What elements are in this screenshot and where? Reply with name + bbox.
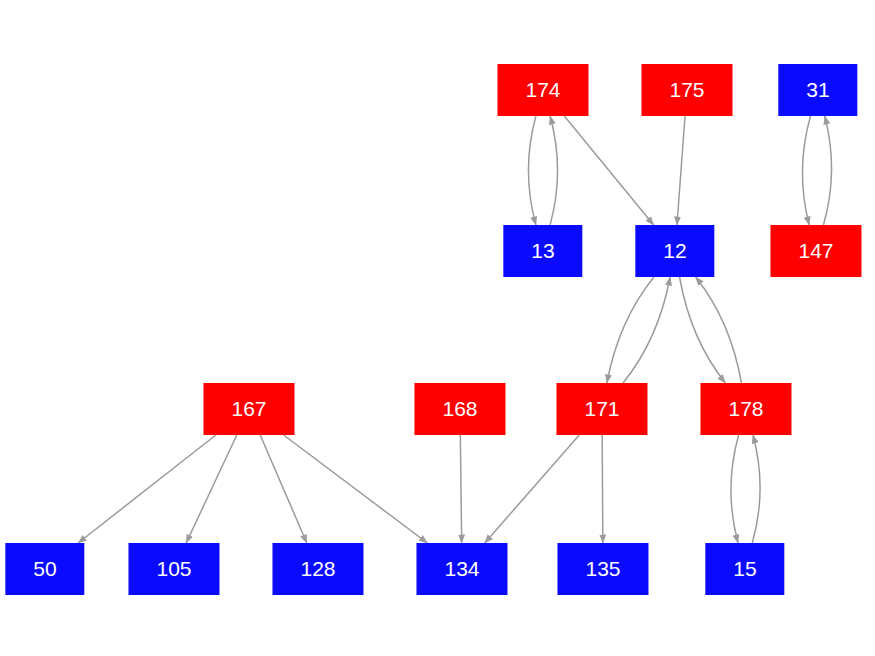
graph-node-147[interactable]: 147 xyxy=(770,225,861,277)
graph-node-134[interactable]: 134 xyxy=(416,543,507,595)
graph-node-15[interactable]: 15 xyxy=(705,543,784,595)
graph-node-31[interactable]: 31 xyxy=(778,64,857,116)
graph-node-171[interactable]: 171 xyxy=(556,383,647,435)
graph-node-178[interactable]: 178 xyxy=(700,383,791,435)
graph-node-174[interactable]: 174 xyxy=(497,64,588,116)
graph-node-168[interactable]: 168 xyxy=(414,383,505,435)
graph-node-105[interactable]: 105 xyxy=(128,543,219,595)
graph-node-128[interactable]: 128 xyxy=(272,543,363,595)
graph-node-167[interactable]: 167 xyxy=(203,383,294,435)
graph-node-12[interactable]: 12 xyxy=(635,225,714,277)
graph-node-175[interactable]: 175 xyxy=(641,64,732,116)
graph-node-50[interactable]: 50 xyxy=(5,543,84,595)
graph-node-13[interactable]: 13 xyxy=(503,225,582,277)
graph-node-135[interactable]: 135 xyxy=(557,543,648,595)
